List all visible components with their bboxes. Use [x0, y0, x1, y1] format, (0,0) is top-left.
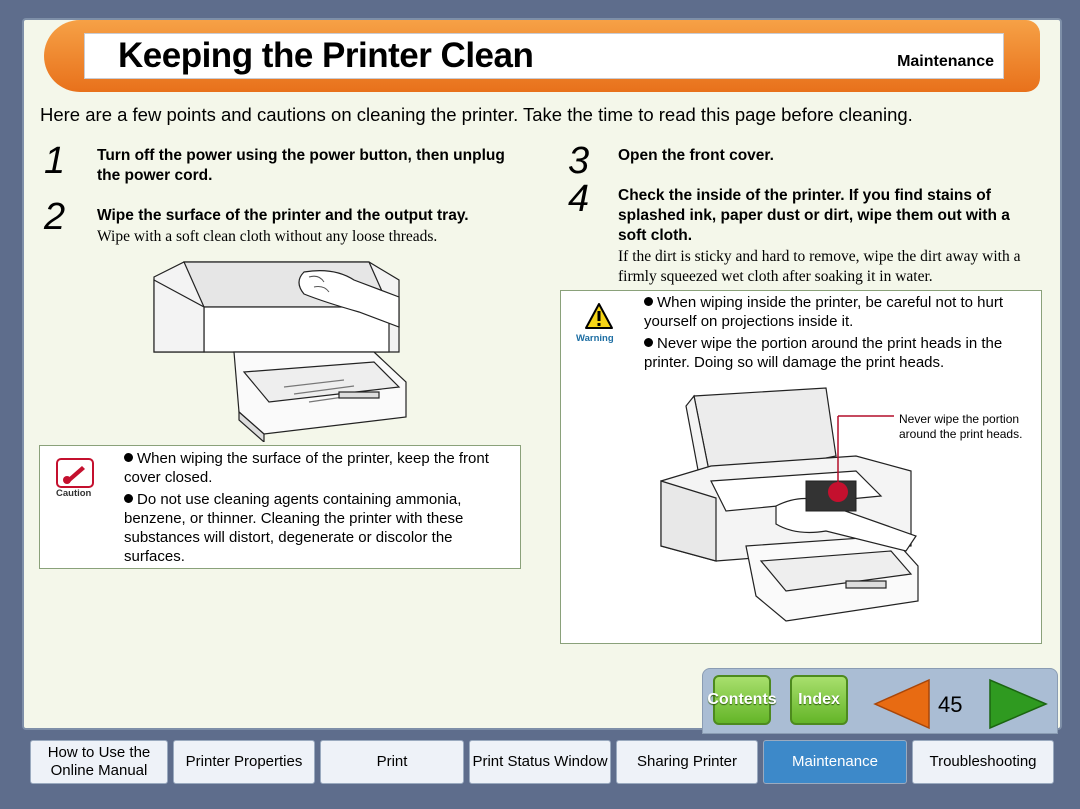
triangle-left-icon[interactable]	[873, 678, 931, 730]
intro-text: Here are a few points and cautions on cl…	[40, 104, 913, 125]
caution-icon	[56, 458, 94, 488]
warning-icon	[585, 303, 613, 329]
warning-item-2: Never wipe the portion around the print …	[644, 335, 1003, 371]
step-3-heading: Open the front cover.	[618, 147, 774, 164]
page-number: 45	[938, 692, 963, 717]
step-number-2: 2	[44, 196, 66, 238]
printer-closed-illustration	[153, 261, 407, 442]
step-number-4: 4	[568, 178, 590, 220]
caution-item-1: When wiping the surface of the printer, …	[124, 450, 489, 486]
step-2-body: Wipe with a soft clean cloth without any…	[97, 228, 438, 245]
tab-printer-properties[interactable]: Printer Properties	[173, 740, 315, 784]
step-4-heading: Check the inside of the printer. If you …	[618, 187, 1010, 244]
bullet-icon	[124, 453, 133, 462]
section-label: Maintenance	[897, 53, 994, 70]
bullet-icon	[644, 338, 653, 347]
contents-button[interactable]: Contents	[707, 675, 777, 725]
tab-print-status-window[interactable]: Print Status Window	[469, 740, 611, 784]
page-title: Keeping the Printer Clean	[118, 36, 534, 75]
bottom-tab-bar: How to Use the Online Manual Printer Pro…	[22, 740, 1062, 786]
tab-maintenance[interactable]: Maintenance	[763, 740, 907, 784]
print-heads-callout: Never wipe the portion around the print …	[899, 412, 1023, 441]
warning-label: Warning	[576, 333, 614, 344]
step-number-1: 1	[44, 140, 66, 182]
tab-troubleshooting[interactable]: Troubleshooting	[912, 740, 1054, 784]
warning-item-1: When wiping inside the printer, be caref…	[644, 294, 1004, 330]
printer-open-illustration	[660, 387, 919, 622]
header-panel	[84, 33, 1004, 79]
caution-box	[39, 445, 521, 569]
step-number-3: 3	[568, 140, 590, 182]
caution-label: Caution	[56, 488, 92, 499]
step-4-body: If the dirt is sticky and hard to remove…	[618, 248, 1021, 285]
step-1-heading: Turn off the power using the power butto…	[97, 147, 505, 184]
step-2-heading: Wipe the surface of the printer and the …	[97, 207, 469, 224]
tab-print[interactable]: Print	[320, 740, 464, 784]
caution-item-2: Do not use cleaning agents containing am…	[124, 491, 464, 565]
triangle-right-icon[interactable]	[988, 678, 1048, 730]
tab-sharing-printer[interactable]: Sharing Printer	[616, 740, 758, 784]
tab-how-to-use[interactable]: How to Use the Online Manual	[30, 740, 168, 784]
bullet-icon	[124, 494, 133, 503]
index-button[interactable]: Index	[790, 675, 848, 725]
bullet-icon	[644, 297, 653, 306]
